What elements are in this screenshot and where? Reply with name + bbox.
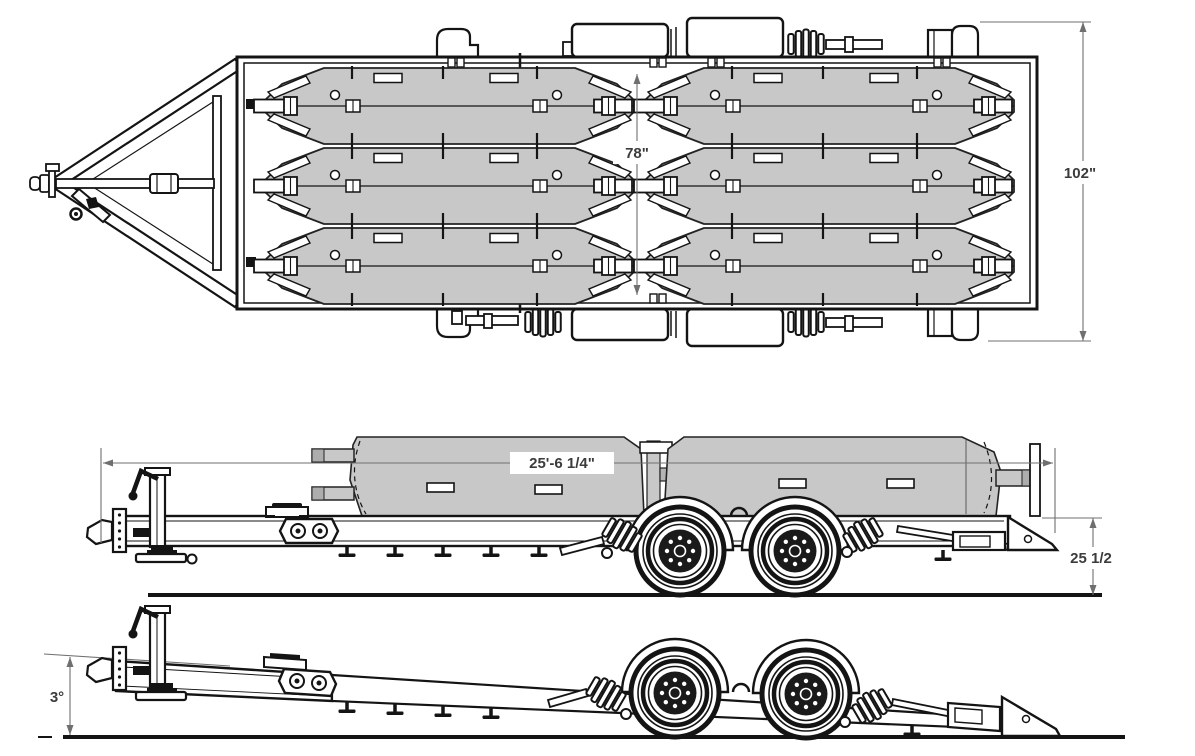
jack-stand — [128, 467, 198, 565]
toolbox — [263, 653, 307, 672]
pontoon — [252, 144, 636, 228]
dim-label-deck-height: 25 1/2 — [1070, 550, 1112, 567]
pontoon-cargo-grid — [252, 64, 1016, 308]
suspension-top-edge — [435, 16, 980, 60]
dimension-inner-width: 78" — [613, 74, 661, 295]
dimension-deck-height: 25 1/2 — [1042, 517, 1120, 595]
dimension-bed-angle: 3° — [50, 657, 74, 735]
shock-spring-icon — [524, 306, 562, 338]
dim-label-overall-width: 102" — [1064, 165, 1096, 182]
dim-label-bed-angle: 3° — [50, 689, 64, 706]
dimension-overall-width: 102" — [980, 21, 1106, 342]
hitch-coupler — [29, 163, 60, 198]
wheel — [631, 649, 719, 737]
pivot-plate — [278, 517, 340, 545]
tandem-axle-side — [558, 495, 1010, 595]
side-view-tilted: 3° — [38, 605, 1125, 738]
shock-spring-icon — [787, 28, 825, 60]
wheel — [636, 507, 724, 595]
jack-stand — [128, 605, 188, 702]
fender-top-left — [435, 27, 480, 59]
pontoon — [252, 64, 636, 148]
top-plan-view: 78" 102" — [29, 16, 1106, 348]
hitch-coupler — [85, 656, 114, 684]
pontoon-load-side — [311, 436, 1041, 517]
wheel — [762, 650, 850, 738]
fender-box-bottom-left — [570, 307, 670, 342]
rear-tail-ramp — [951, 514, 1060, 552]
dimension-overall-length: 25'-6 1/4" — [100, 448, 1056, 543]
pontoon — [632, 64, 1016, 148]
pontoon — [632, 224, 1016, 308]
hitch-coupler — [85, 518, 114, 546]
tongue-frame — [29, 57, 244, 309]
pontoon — [252, 224, 636, 308]
toolbox — [265, 503, 309, 518]
rear-tail-ramp — [946, 694, 1063, 738]
fender-box-top-left — [570, 22, 670, 59]
side-view-loaded: 25'-6 1/4" 25 1/2 — [85, 436, 1120, 595]
dim-label-overall-length: 25'-6 1/4" — [529, 455, 595, 472]
pontoon — [632, 144, 1016, 228]
fender-top-right — [950, 24, 980, 59]
fender-box-top-right — [685, 16, 785, 59]
jack-handle — [69, 187, 112, 224]
rear-post — [1029, 443, 1041, 517]
fender-bottom-right — [950, 307, 980, 342]
suspension-bottom-edge — [435, 306, 980, 348]
fender-box-bottom-right — [685, 307, 785, 348]
dim-label-inner-width: 78" — [625, 145, 649, 162]
wheel — [751, 507, 839, 595]
pivot-plate — [277, 667, 338, 698]
shock-spring-icon — [787, 306, 825, 338]
